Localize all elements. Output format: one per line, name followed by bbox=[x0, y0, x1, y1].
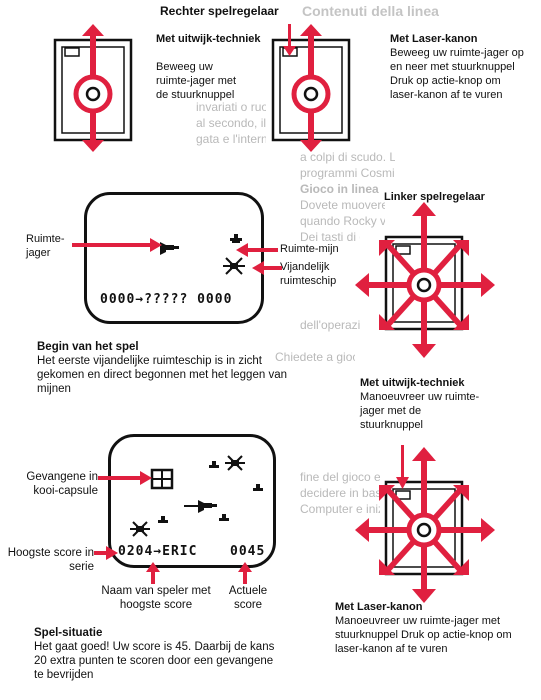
arrow-to-highscore bbox=[94, 546, 118, 560]
mine-icon bbox=[158, 461, 263, 523]
background-line: Chiedete a giocatore di essere. bbox=[275, 350, 355, 364]
cage-capsule-icon bbox=[150, 468, 174, 490]
arrow-to-name bbox=[146, 562, 160, 584]
background-subtitle: Gioco in linea bbox=[300, 182, 379, 196]
background-line: dell'operazione. Per riprendere il gioco… bbox=[300, 318, 360, 332]
arrow-to-mine bbox=[236, 243, 278, 257]
mine-icon bbox=[230, 238, 242, 241]
joystick-laser-diagram bbox=[271, 24, 351, 152]
laser-top-heading: Met Laser-kanon bbox=[390, 33, 478, 45]
joystick-8dir-diagram bbox=[355, 202, 495, 358]
begin-body: Het eerste vijandelijke ruimteschip is i… bbox=[37, 355, 287, 395]
background-line: Rechter spelregelaar bbox=[160, 1, 272, 15]
joystick-8dir-laser-diagram bbox=[355, 445, 495, 603]
background-line: Dei tasti di gioco sono quasi di mo bbox=[300, 230, 360, 244]
label-hoogste-score: Hoogste score in serie bbox=[7, 547, 94, 573]
uitwijk-left-heading: Met uitwijk-techniek bbox=[360, 377, 465, 389]
background-line: programmi Cosmi fanno zenza bbox=[300, 166, 395, 180]
screen1-score: 0000→????? 0000 bbox=[100, 292, 233, 307]
laser-top-body: Beweeg uw ruimte-jager op en neer met st… bbox=[390, 47, 524, 101]
player-ship-icon bbox=[198, 500, 217, 513]
laser-left-heading: Met Laser-kanon bbox=[335, 601, 423, 613]
arrow-to-current bbox=[238, 562, 252, 584]
mine-icon bbox=[232, 241, 240, 243]
arrow-to-player bbox=[72, 238, 162, 252]
uitwijk-left-body: Manoeuvreer uw ruimte-jager met de stuur… bbox=[360, 391, 480, 431]
mine-icon bbox=[234, 234, 238, 238]
label-ruimte-jager: Ruimte-jager bbox=[26, 233, 65, 259]
situatie-heading: Spel-situatie bbox=[34, 627, 103, 639]
background-line: a colpi di scudo. L'astronave nei bbox=[300, 150, 395, 164]
arrow-to-cage bbox=[98, 471, 152, 485]
top-title: Rechter spelregelaar bbox=[160, 4, 279, 18]
uitwijk-top-heading: Met uitwijk-techniek bbox=[156, 33, 261, 45]
background-line: decidere in base alla scelta dei tasti. bbox=[300, 486, 380, 500]
background-line: gata e l'interno in ta 22 il cartone bbox=[196, 132, 266, 146]
label-vijandelijk: Vijandelijk ruimteschip bbox=[280, 261, 337, 287]
background-line: Dovete muovere per almeno 20 SPT bbox=[300, 198, 385, 212]
joystick-updown-diagram bbox=[53, 24, 133, 152]
linker-title: Linker spelregelaar bbox=[384, 191, 485, 203]
screen2-highscore: 0204→ERIC bbox=[118, 544, 198, 559]
screen2-current-score: 0045 bbox=[230, 544, 266, 559]
uitwijk-top-body: Beweeg uw ruimte-jager met de stuurknupp… bbox=[156, 61, 237, 101]
label-naam-speler: Naam van speler met hoogste score bbox=[101, 585, 211, 611]
background-line: quando Rocky viene dato. Il 0 bbox=[300, 214, 385, 228]
background-line: al secondo, il ci del gatta bbox=[196, 116, 266, 130]
arrow-to-enemy bbox=[252, 261, 282, 275]
label-gevangene: Gevangene in kooi-capsule bbox=[26, 471, 98, 497]
background-line: invariati o ruoti diadasse. Quale bbox=[196, 100, 266, 114]
begin-heading: Begin van het spel bbox=[37, 341, 139, 353]
game-screen-situation bbox=[108, 434, 276, 568]
laser-left-body: Manoeuvreer uw ruimte-jager met stuurknu… bbox=[335, 615, 512, 655]
label-ruimte-mijn: Ruimte-mijn bbox=[280, 243, 339, 255]
screen2-sprites bbox=[130, 455, 263, 537]
background-line: Computer e iniziare il gioco a questa bbox=[300, 502, 380, 516]
background-line: fine del gioco e il giocatore puo bbox=[300, 470, 380, 484]
laser-beam bbox=[184, 505, 198, 507]
situatie-body: Het gaat goed! Uw score is 45. Daarbij d… bbox=[34, 641, 275, 681]
background-title: Contenuti della linea bbox=[302, 4, 439, 19]
label-actuele-score: Actuele score bbox=[228, 585, 268, 611]
game-screen-start bbox=[84, 192, 264, 324]
